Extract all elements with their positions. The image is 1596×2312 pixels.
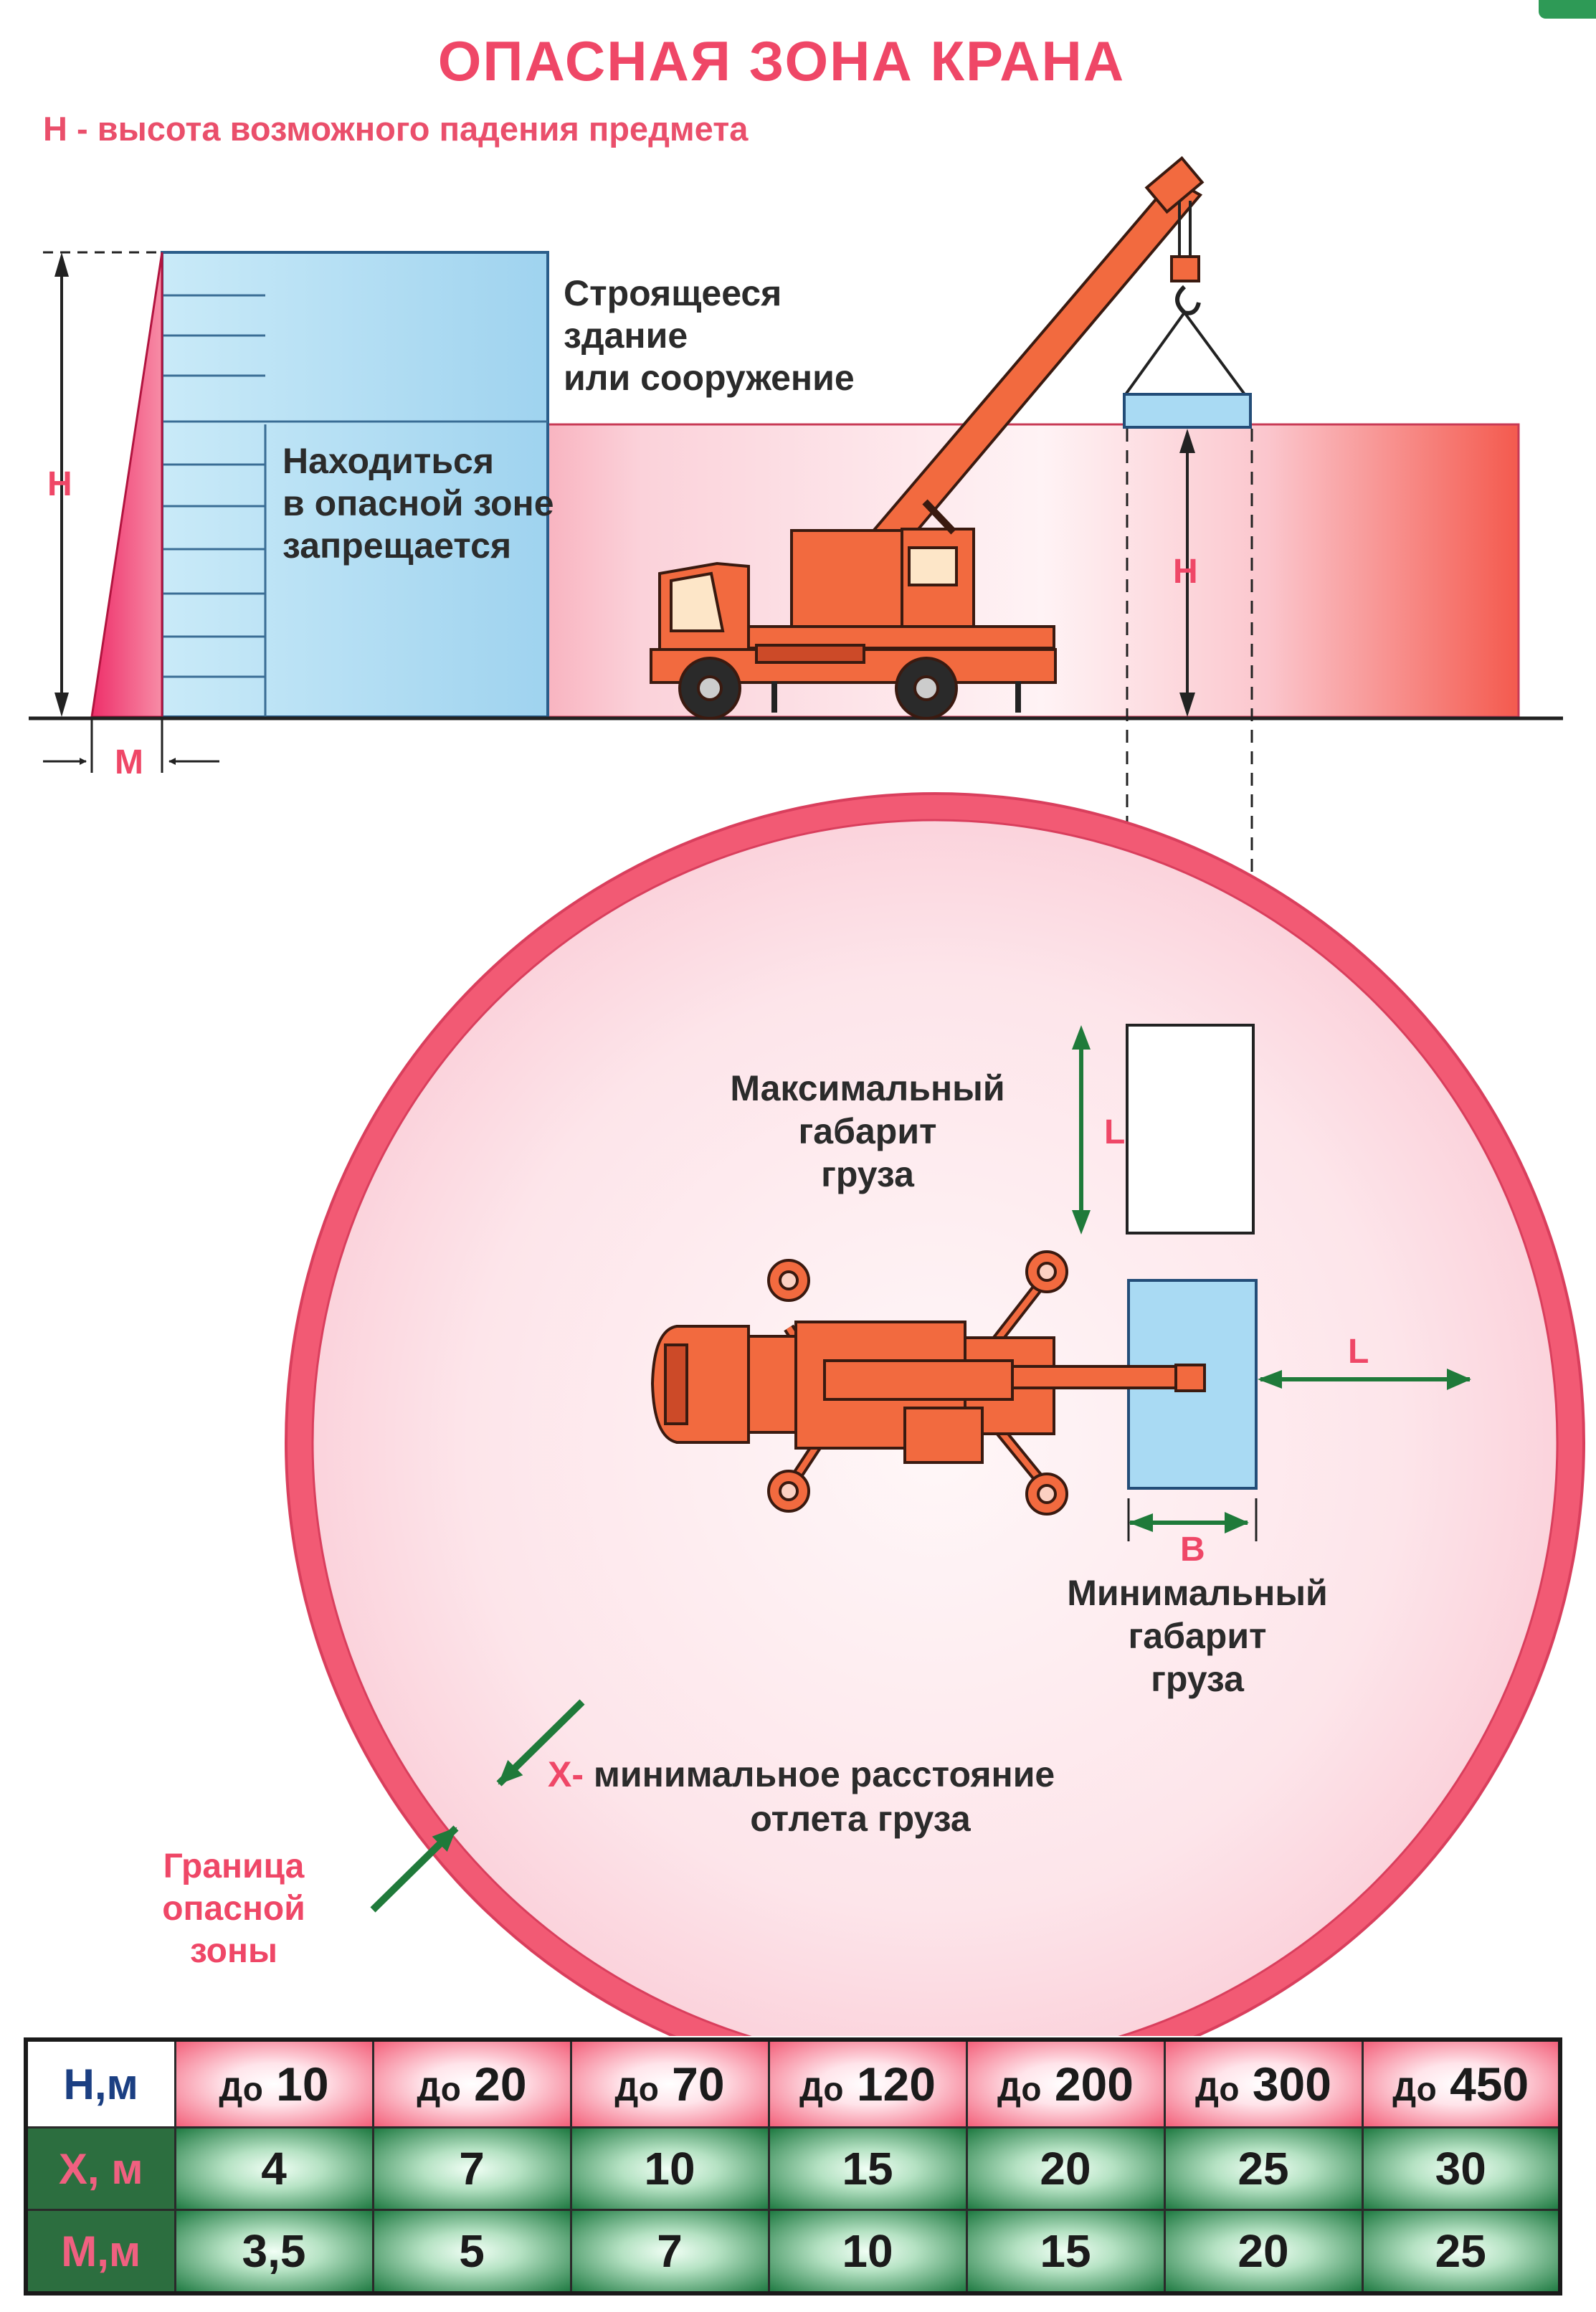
cell-value: 10	[276, 2058, 329, 2111]
table-cell: До 70	[569, 2038, 770, 2129]
height-distance-table: Н,м До 10 До 20 До 70 До 120 До 200 До 3…	[24, 2037, 1562, 2296]
prefix-text: До	[614, 2070, 659, 2108]
table-cell: 5	[371, 2209, 572, 2295]
table-cell: 10	[767, 2209, 968, 2295]
max-load-outline	[1126, 1024, 1255, 1235]
table-cell: 10	[569, 2126, 770, 2211]
cell-value: 120	[856, 2058, 936, 2111]
crane-top-view	[650, 1250, 1206, 1516]
min-load-line-1: Минимальный	[1067, 1573, 1328, 1613]
offset-label: М	[115, 743, 143, 781]
boundary-line-3: зоны	[190, 1932, 277, 1970]
table-cell: До 10	[174, 2038, 374, 2129]
cell-value: 300	[1252, 2058, 1331, 2111]
prefix-text: До	[799, 2070, 844, 2108]
height-label: Н	[47, 465, 72, 503]
prefix-text: До	[1392, 2070, 1437, 2108]
x-text-line-2: отлета груза	[750, 1799, 971, 1839]
max-load-line-2: габарит	[798, 1111, 937, 1151]
x-distance-caption: Х- минимальное расстояние	[548, 1754, 1055, 1796]
table-row: Н,м До 10 До 20 До 70 До 120 До 200 До 3…	[24, 2038, 1562, 2129]
building-caption-line-3: или сооружение	[564, 358, 855, 398]
table-cell: 7	[371, 2126, 572, 2211]
corner-tab	[1539, 0, 1596, 19]
table-cell: 4	[174, 2126, 374, 2211]
table-row: М,м 3,5 5 7 10 15 20 25	[24, 2209, 1562, 2295]
building-caption-line-2: здание	[564, 315, 688, 356]
height-dimension	[43, 251, 162, 717]
boundary-caption: Граница опасной зоны	[126, 1845, 341, 1972]
min-load-line-2: габарит	[1128, 1616, 1267, 1656]
min-load-line-3: груза	[1151, 1659, 1244, 1699]
table-cell: 20	[1163, 2209, 1364, 2295]
suspended-load	[1123, 393, 1252, 429]
cell-value: 200	[1054, 2058, 1134, 2111]
plan-view	[285, 792, 1585, 2036]
table-row: Х, м 4 7 10 15 20 25 30	[24, 2126, 1562, 2211]
boundary-line-2: опасной	[162, 1890, 305, 1928]
table-cell: До 200	[965, 2038, 1166, 2129]
x-arrow-upper	[496, 1699, 585, 1787]
page-title: ОПАСНАЯ ЗОНА КРАНА	[437, 29, 1126, 92]
crane-truck	[650, 156, 1246, 720]
table-cell: 15	[965, 2209, 1166, 2295]
table-cell: 3,5	[174, 2209, 374, 2295]
prefix-text: До	[219, 2070, 263, 2108]
length-label-right: L	[1348, 1333, 1369, 1371]
row-label-x: Х, м	[24, 2126, 176, 2211]
table-cell: 15	[767, 2126, 968, 2211]
fall-wedge	[90, 252, 163, 718]
table-cell: До 450	[1361, 2038, 1562, 2129]
warning-text: Находиться в опасной зоне запрещается	[282, 440, 554, 567]
table-cell: 30	[1361, 2126, 1562, 2211]
cell-value: 450	[1450, 2058, 1529, 2111]
prefix-text: До	[417, 2070, 461, 2108]
building-caption: Строящееся здание или сооружение	[564, 272, 855, 399]
table-cell: 25	[1163, 2126, 1364, 2211]
row-label-m: М,м	[24, 2209, 176, 2295]
subtitle: Н - высота возможного падения предмета	[43, 110, 749, 148]
max-load-line-1: Максимальный	[730, 1068, 1005, 1108]
max-load-caption: Максимальный габарит груза	[688, 1067, 1047, 1196]
warning-line-3: запрещается	[282, 525, 512, 566]
x-arrow-lower	[370, 1825, 459, 1913]
warning-line-1: Находиться	[282, 441, 495, 481]
table-cell: До 300	[1163, 2038, 1364, 2129]
prefix-text: До	[997, 2070, 1042, 2108]
cell-value: 20	[474, 2058, 527, 2111]
boundary-line-1: Граница	[163, 1847, 305, 1885]
table-cell: 7	[569, 2209, 770, 2295]
x-prefix: Х-	[548, 1754, 584, 1794]
x-text-line-1: минимальное расстояние	[593, 1754, 1055, 1794]
warning-line-2: в опасной зоне	[282, 483, 554, 523]
crane-danger-zone-diagram	[29, 156, 1585, 2036]
table-cell: 25	[1361, 2209, 1562, 2295]
width-label: В	[1180, 1531, 1205, 1569]
offset-dimension	[43, 720, 219, 773]
prefix-text: До	[1195, 2070, 1240, 2108]
row-label-h: Н,м	[24, 2038, 176, 2129]
building-caption-line-1: Строящееся	[564, 273, 782, 313]
length-label: L	[1104, 1113, 1126, 1151]
min-load-caption: Минимальный габарит груза	[1018, 1571, 1377, 1700]
load-height-dimension	[1179, 429, 1195, 717]
max-load-line-3: груза	[821, 1154, 914, 1194]
cell-value: 70	[672, 2058, 725, 2111]
table-cell: До 20	[371, 2038, 572, 2129]
table-cell: До 120	[767, 2038, 968, 2129]
load-height-label: Н	[1173, 553, 1198, 591]
side-view	[29, 156, 1563, 1018]
table-cell: 20	[965, 2126, 1166, 2211]
